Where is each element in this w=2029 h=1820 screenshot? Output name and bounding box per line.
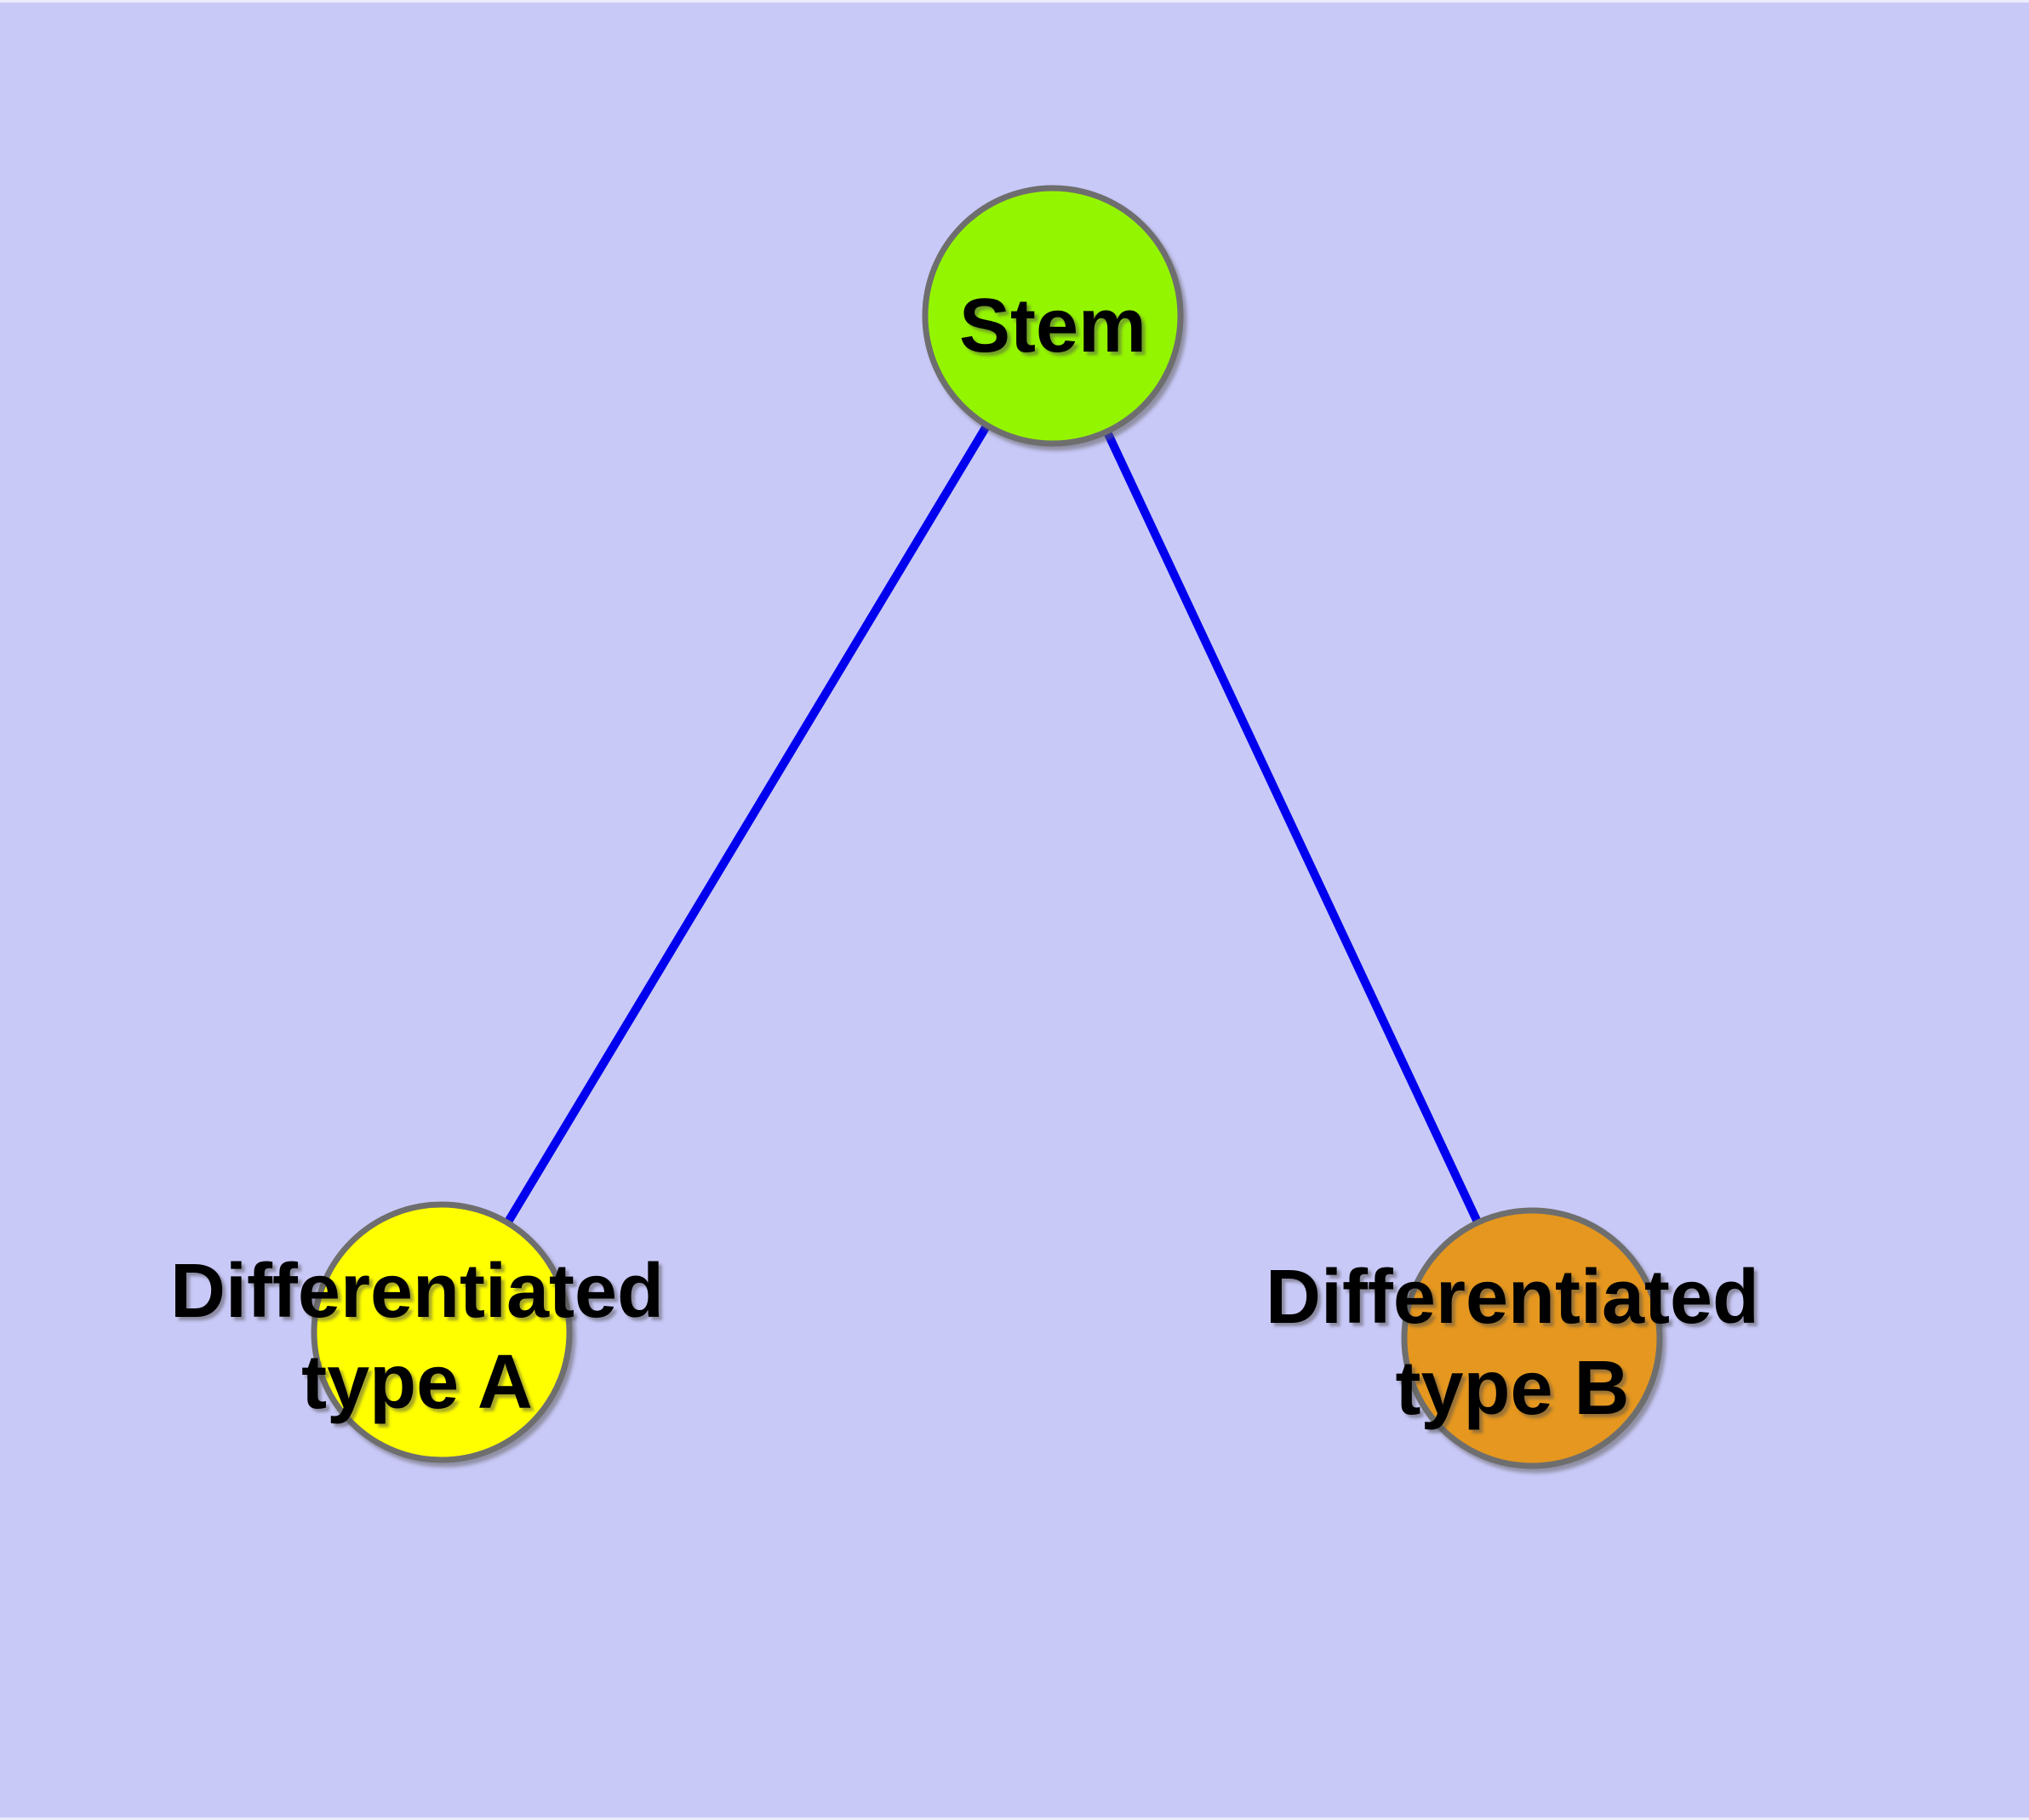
node-stem-circle <box>922 185 1184 447</box>
node-type-b-label-line1: Differentiated <box>1266 1255 1759 1340</box>
node-type-b-label-line2: type B <box>1395 1346 1629 1431</box>
edge-stem-to-type-a <box>437 313 1057 1335</box>
node-differentiated-type-a: Differentiated type A <box>170 1201 664 1463</box>
edge-stem-to-type-b <box>1049 313 1536 1341</box>
screen-bottom-edge <box>0 1817 2029 1820</box>
node-type-b-circle <box>1401 1207 1663 1469</box>
node-differentiated-type-b: Differentiated type B <box>1266 1207 1759 1469</box>
node-type-a-label-line1: Differentiated <box>170 1249 664 1334</box>
screen-top-edge <box>0 0 2029 3</box>
node-type-a-label-line2: type A <box>301 1340 533 1425</box>
node-stem: Stem <box>922 185 1184 447</box>
node-stem-label: Stem <box>959 283 1146 369</box>
edges <box>437 313 1536 1341</box>
node-type-a-circle <box>311 1201 573 1463</box>
